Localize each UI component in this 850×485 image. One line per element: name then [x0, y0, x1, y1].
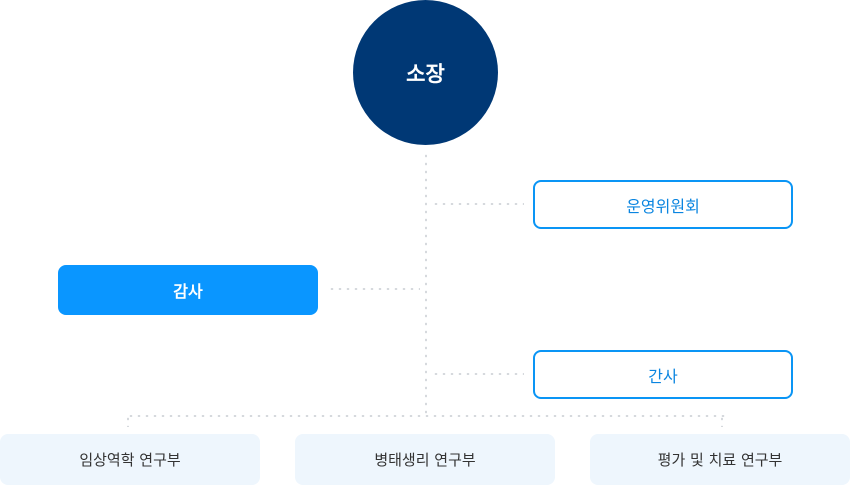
- department-clinical-epidemiology[interactable]: 임상역학 연구부: [0, 434, 260, 485]
- secretary-label: 간사: [648, 366, 678, 386]
- director-node: 소장: [353, 0, 498, 145]
- department-pathophysiology[interactable]: 병태생리 연구부: [295, 434, 555, 485]
- audit-label: 감사: [173, 282, 203, 301]
- trunk-connector: [425, 152, 427, 414]
- connector-dept-3: [721, 415, 723, 427]
- department-evaluation-treatment[interactable]: 평가 및 치료 연구부: [590, 434, 850, 485]
- director-label: 소장: [406, 61, 445, 86]
- audit-node[interactable]: 감사: [58, 265, 318, 315]
- department-bus-connector: [127, 415, 727, 417]
- department-label: 병태생리 연구부: [374, 451, 476, 469]
- steering-committee-node[interactable]: 운영위원회: [533, 180, 793, 229]
- connector-audit: [328, 288, 420, 290]
- connector-steering-committee: [432, 203, 524, 205]
- department-label: 평가 및 치료 연구부: [657, 451, 783, 469]
- steering-committee-label: 운영위원회: [626, 196, 700, 216]
- connector-dept-1: [127, 415, 129, 427]
- department-label: 임상역학 연구부: [79, 451, 181, 469]
- connector-secretary: [432, 373, 524, 375]
- secretary-node[interactable]: 간사: [533, 350, 793, 399]
